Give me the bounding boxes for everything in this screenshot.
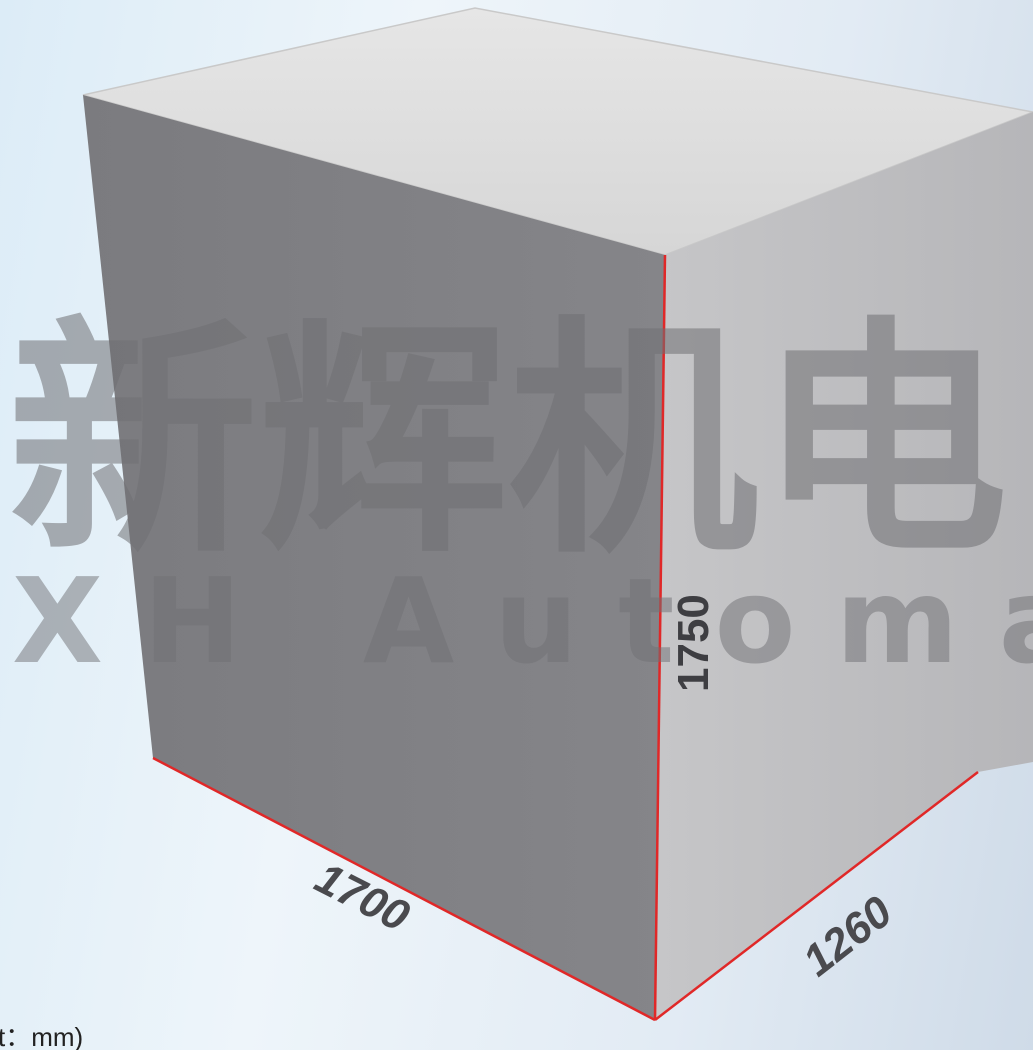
unit-label: t：mm): [0, 1022, 83, 1050]
height-label: 1750: [669, 594, 718, 692]
width-edge-line: [654, 771, 979, 1021]
watermark-chinese: 新辉机电: [8, 296, 1008, 587]
cabinet-front-face: [83, 95, 665, 1020]
cabinet-side-face: [655, 112, 1033, 1020]
height-edge-line: [653, 254, 667, 1021]
length-edge-line: [152, 756, 656, 1022]
watermark-english: XH Automatio: [12, 552, 1033, 690]
